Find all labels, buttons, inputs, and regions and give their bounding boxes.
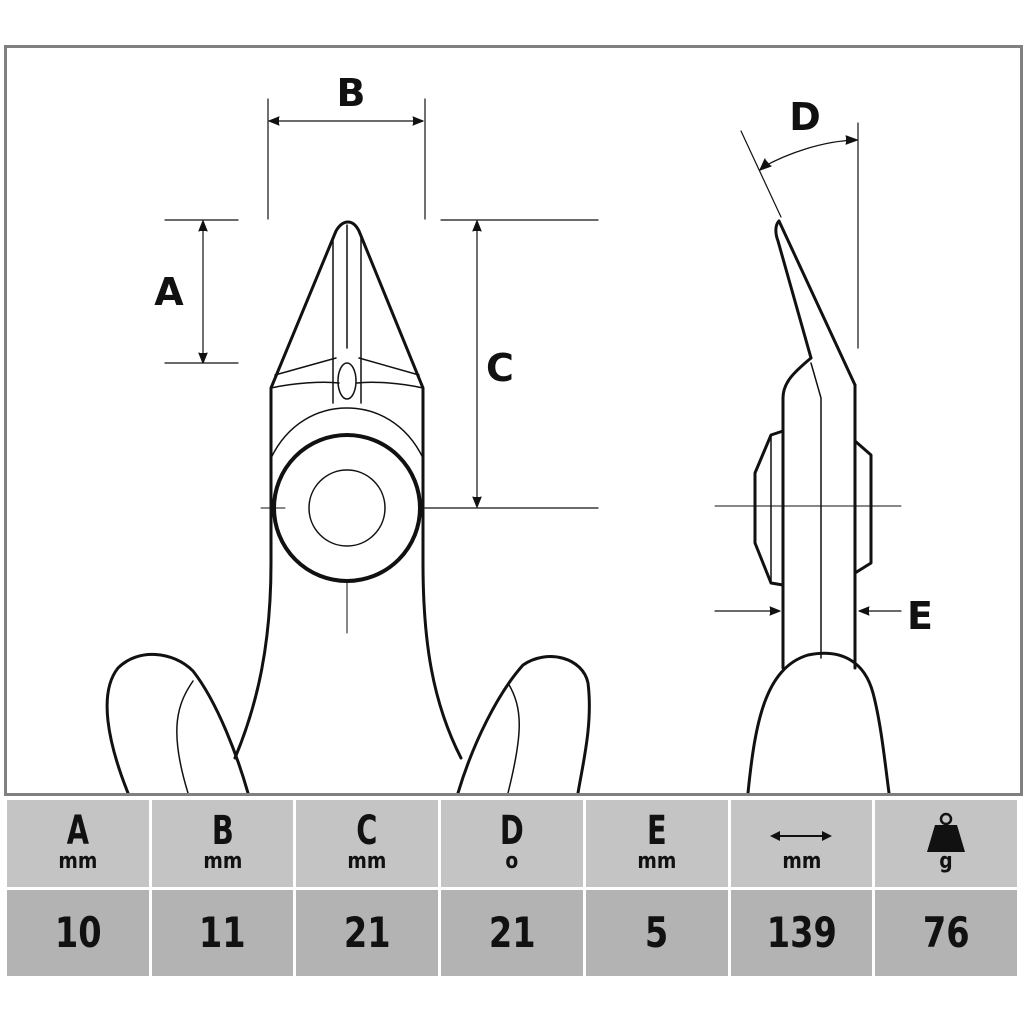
value-cell-weight: 76 bbox=[872, 886, 1020, 979]
header-letter: C bbox=[356, 808, 378, 855]
pivot-joint-inner bbox=[308, 469, 386, 547]
dimension-c-lines bbox=[424, 219, 599, 509]
header-unit: g bbox=[939, 849, 953, 875]
plier-body bbox=[233, 220, 463, 760]
header-unit: o bbox=[505, 849, 519, 875]
side-handle bbox=[746, 651, 891, 793]
front-view-plier bbox=[105, 220, 591, 793]
value-c: 21 bbox=[343, 908, 391, 958]
dimension-d-lines bbox=[740, 122, 859, 349]
dimension-label-c: C bbox=[486, 346, 514, 390]
value-cell-b: 11 bbox=[148, 886, 297, 979]
value-cell-c: 21 bbox=[293, 886, 442, 979]
header-unit: mm bbox=[58, 849, 98, 875]
header-cell-length: mm bbox=[727, 797, 876, 890]
header-cell-e: E mm bbox=[582, 797, 731, 890]
value-b: 11 bbox=[199, 908, 246, 958]
dimension-label-a: A bbox=[154, 270, 184, 314]
side-view-plier bbox=[714, 219, 902, 793]
value-e: 5 bbox=[644, 908, 669, 958]
weight-icon bbox=[875, 812, 1017, 853]
table-header-row: A mm B mm C mm D o E mm mm bbox=[4, 797, 1020, 890]
dimension-a-lines bbox=[164, 219, 239, 364]
dimension-label-b: B bbox=[337, 71, 366, 115]
header-letter: A bbox=[66, 808, 89, 855]
header-cell-d: D o bbox=[438, 797, 586, 890]
technical-drawing-frame: A B C D E bbox=[4, 45, 1023, 796]
side-pivot-boss bbox=[753, 429, 785, 587]
dimension-b-lines bbox=[267, 98, 426, 220]
left-handle bbox=[105, 653, 250, 793]
value-cell-d: 21 bbox=[438, 886, 586, 979]
header-unit: mm bbox=[203, 849, 243, 875]
header-cell-c: C mm bbox=[293, 797, 442, 890]
value-cell-a: 10 bbox=[4, 886, 152, 979]
rivet-slot bbox=[337, 362, 357, 400]
header-unit: mm bbox=[637, 849, 677, 875]
value-cell-length: 139 bbox=[727, 886, 876, 979]
double-arrow-length-icon bbox=[731, 812, 873, 850]
header-cell-a: A mm bbox=[4, 797, 152, 890]
value-a: 10 bbox=[54, 908, 102, 958]
side-tip bbox=[774, 219, 813, 360]
header-unit: mm bbox=[781, 849, 821, 875]
header-letter: D bbox=[500, 808, 524, 855]
plier-technical-drawing: A B C D E bbox=[105, 71, 933, 793]
value-d: 21 bbox=[488, 908, 536, 958]
header-unit: mm bbox=[347, 849, 387, 875]
header-cell-b: B mm bbox=[148, 797, 297, 890]
header-letter: E bbox=[646, 808, 667, 855]
header-cell-weight: g bbox=[872, 797, 1020, 890]
dimension-label-d: D bbox=[789, 95, 821, 139]
value-weight: 76 bbox=[922, 908, 970, 958]
header-letter: B bbox=[211, 808, 234, 855]
specification-table: A mm B mm C mm D o E mm mm bbox=[4, 797, 1020, 979]
dimension-label-e: E bbox=[907, 594, 933, 638]
value-cell-e: 5 bbox=[582, 886, 731, 979]
pivot-joint-outer bbox=[272, 433, 422, 583]
value-length: 139 bbox=[766, 908, 837, 958]
dimension-e-lines bbox=[714, 606, 902, 616]
table-value-row: 10 11 21 21 5 139 76 bbox=[4, 886, 1020, 979]
right-handle bbox=[456, 655, 591, 793]
